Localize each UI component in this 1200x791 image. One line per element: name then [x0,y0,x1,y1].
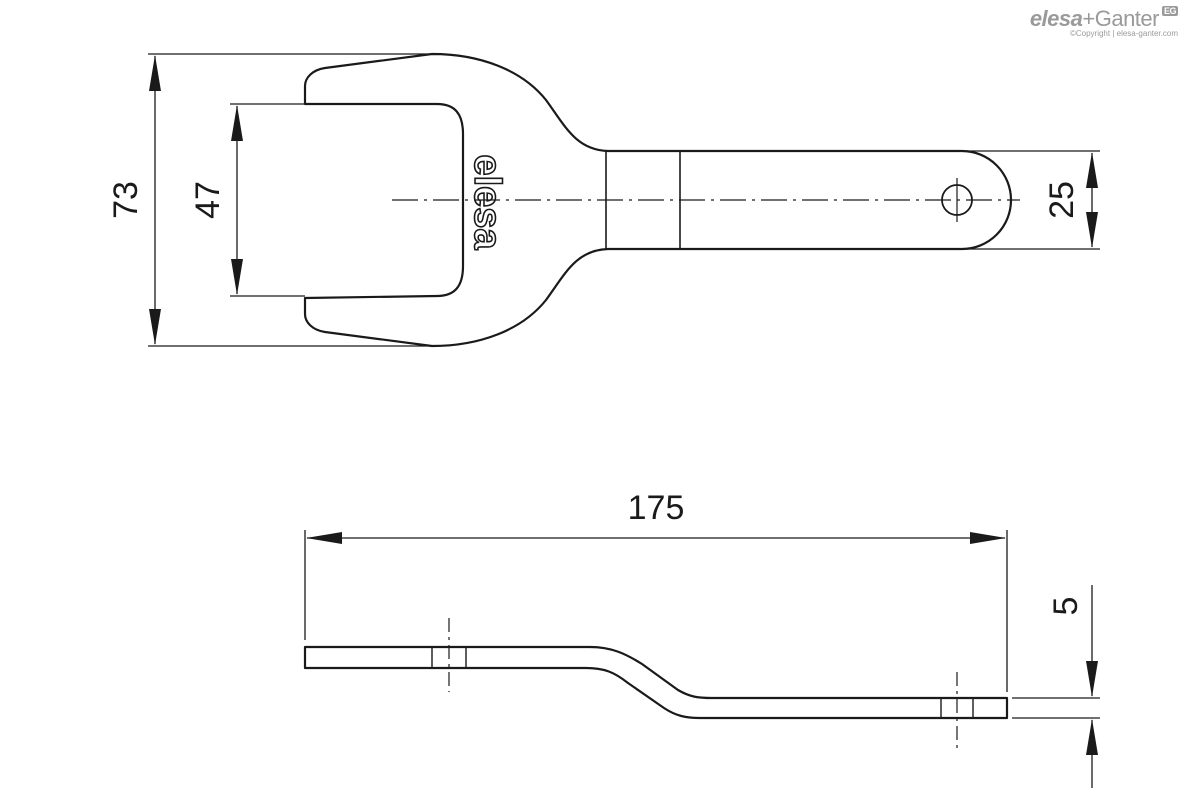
brand-badge: EG [1161,6,1178,16]
dim-offset [1012,585,1100,788]
side-view [303,645,1009,720]
dim-offset-label: 5 [1047,597,1085,616]
dim-overall-height-label: 73 [107,181,145,219]
dim-handle-width-label: 25 [1043,181,1081,219]
dim-overall-length [304,530,1008,692]
dim-overall-length-label: 175 [628,489,685,527]
dim-handle-width [962,150,1100,250]
brand-elesa: elesa [1029,6,1083,31]
wrench-outline [303,52,1013,348]
dim-jaw-opening [230,103,305,297]
side-profile [303,645,1009,720]
brand-ganter: +Ganter [1082,6,1159,31]
dim-jaw-opening-label: 47 [189,181,227,219]
brand-copyright: ©Copyright | elesa-ganter.com [1069,29,1178,38]
engraved-logo: elesa [466,154,508,250]
dim-overall-height [148,53,432,347]
